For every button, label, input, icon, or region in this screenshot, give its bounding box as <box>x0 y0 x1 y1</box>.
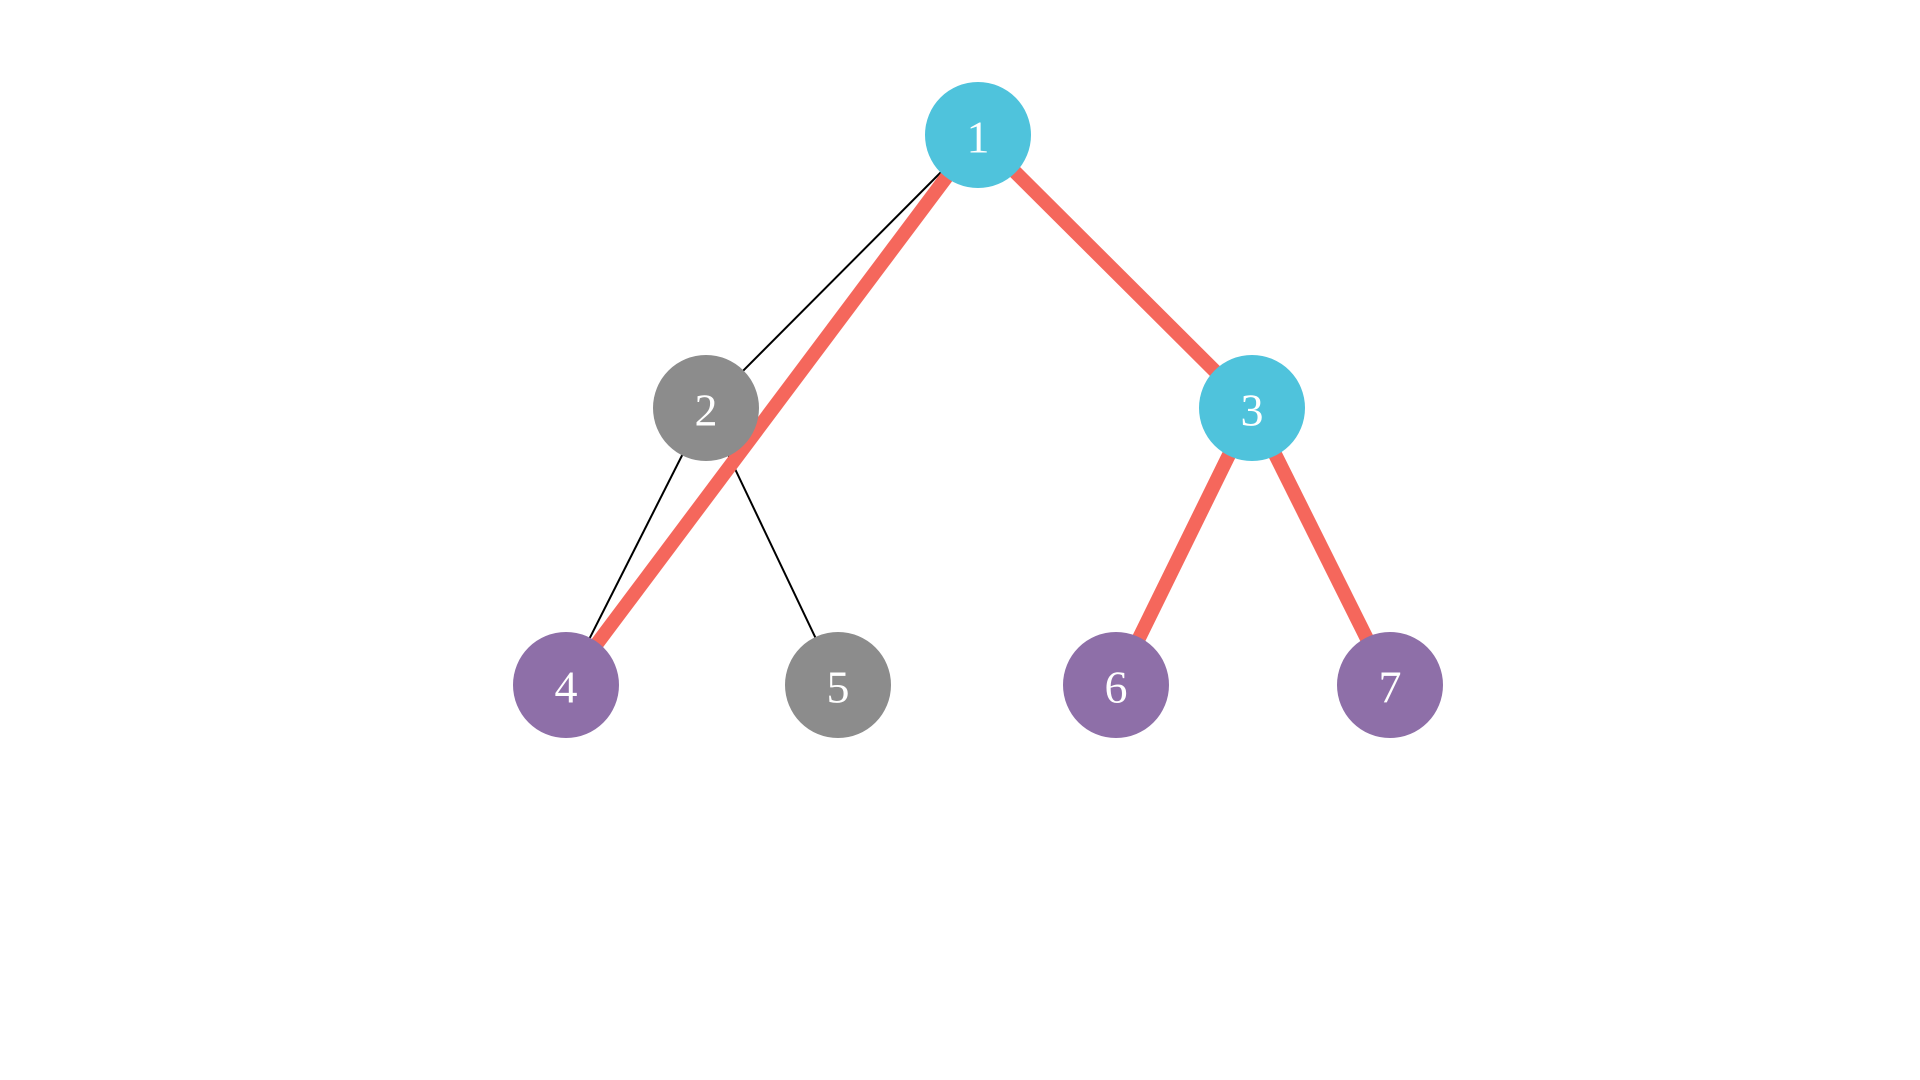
graph-node-2[interactable]: 2 <box>653 355 759 461</box>
graph-node-7[interactable]: 7 <box>1337 632 1443 738</box>
node-circle-7[interactable] <box>1337 632 1443 738</box>
node-circle-6[interactable] <box>1063 632 1169 738</box>
graph-edge-1-2 <box>705 134 979 409</box>
graph-edge-1-3 <box>973 130 1257 413</box>
node-circle-3[interactable] <box>1199 355 1305 461</box>
graph-edge-1-4 <box>560 130 984 690</box>
node-circle-2[interactable] <box>653 355 759 461</box>
graph-node-1[interactable]: 1 <box>925 82 1031 188</box>
node-circle-5[interactable] <box>785 632 891 738</box>
graph-node-6[interactable]: 6 <box>1063 632 1169 738</box>
node-circle-4[interactable] <box>513 632 619 738</box>
node-circle-1[interactable] <box>925 82 1031 188</box>
graph-node-5[interactable]: 5 <box>785 632 891 738</box>
graph-node-3[interactable]: 3 <box>1199 355 1305 461</box>
graph-node-4[interactable]: 4 <box>513 632 619 738</box>
